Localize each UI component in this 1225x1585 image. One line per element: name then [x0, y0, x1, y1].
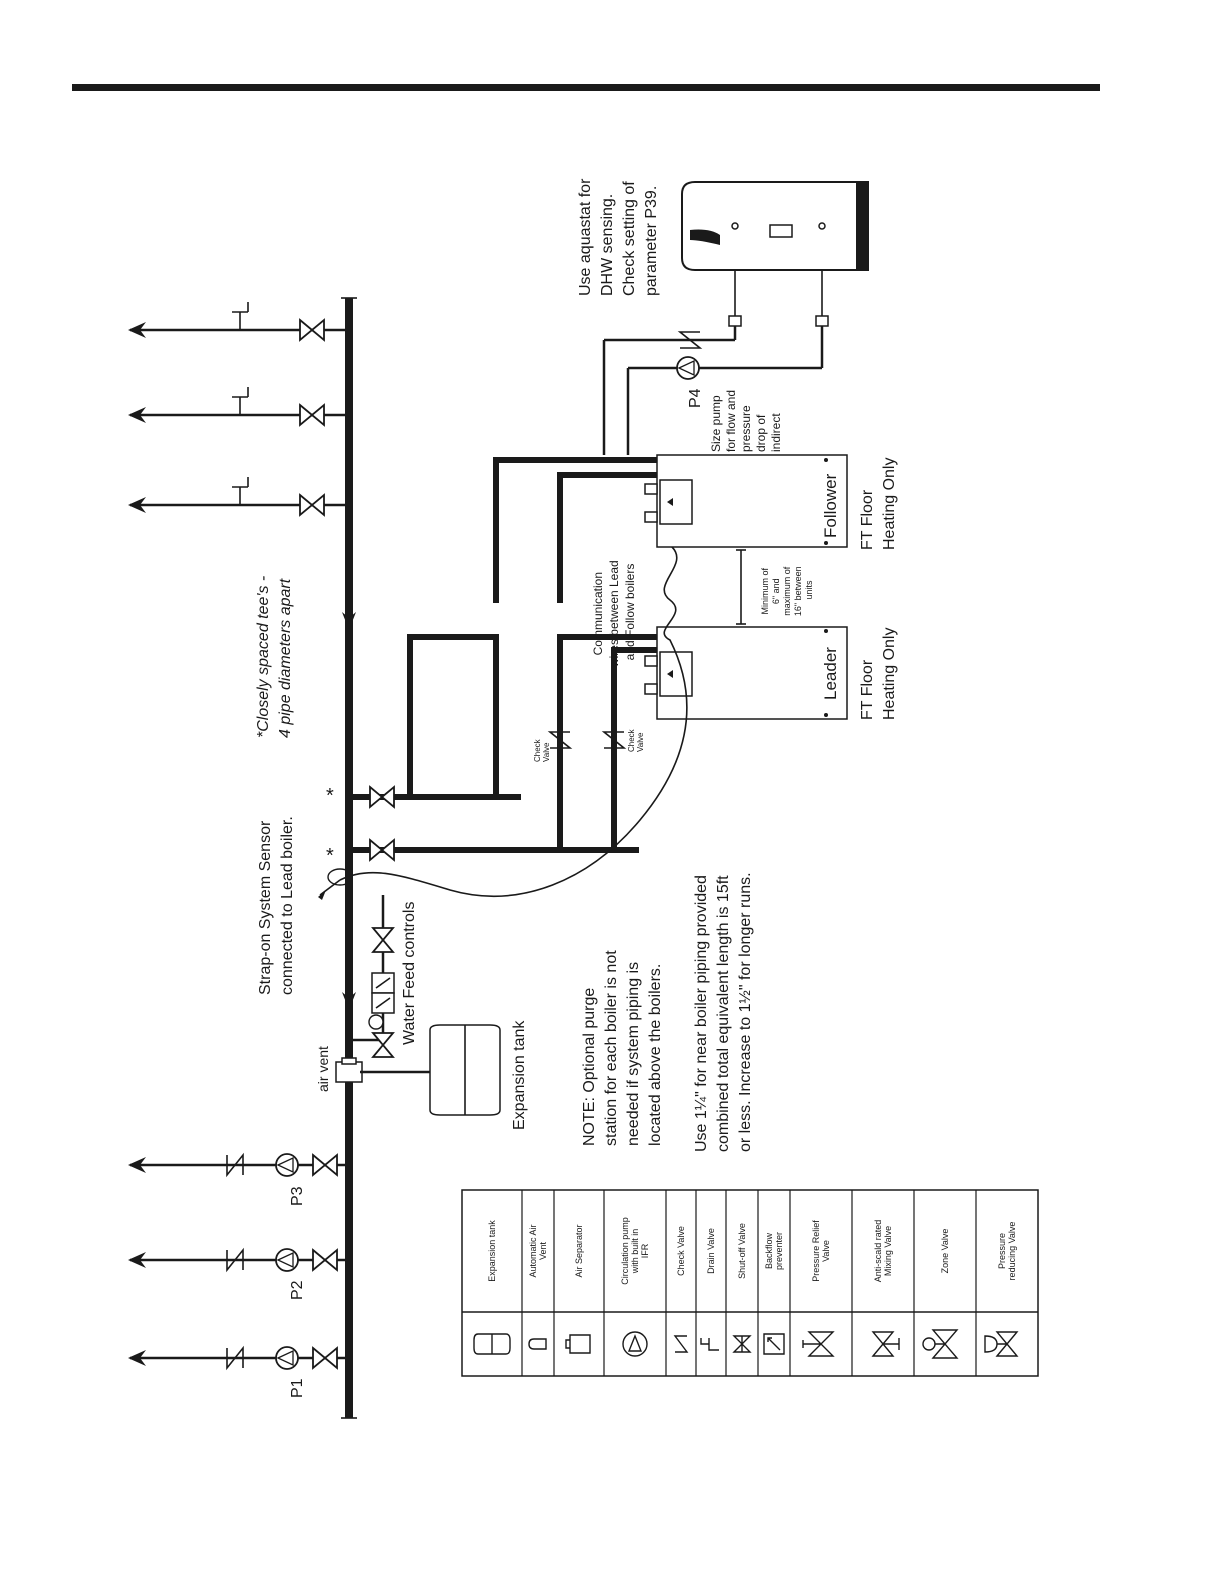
water-feed-controls	[349, 895, 395, 1058]
zone-valve-icon	[922, 1329, 959, 1359]
follower-model-label: FT Floor Heating Only	[859, 458, 898, 551]
water-feed-label: Water Feed controls	[401, 902, 418, 1045]
purge-note: NOTE: Optional purge station for each bo…	[581, 946, 664, 1146]
tee-star-2: *	[326, 845, 334, 867]
check-valve-label-2: Check Valve	[627, 727, 645, 752]
indirect-water-heater	[681, 181, 869, 271]
supply-zone-3	[128, 476, 349, 516]
drain-valve-icon	[700, 1338, 719, 1351]
pump-label-p3: P3	[289, 1186, 306, 1206]
supply-zone-1	[128, 301, 349, 341]
expansion-tank-label: Expansion tank	[511, 1020, 528, 1130]
communication-label: Communication wires between Lead and Fol…	[591, 557, 637, 668]
legend-label: Automatic AirVent	[528, 1224, 548, 1277]
size-pump-label: Size pump for flow and pressure drop of …	[709, 387, 783, 452]
leader-model-label: FT Floor Heating Only	[859, 628, 898, 721]
legend-label: Expansion tank	[487, 1220, 497, 1282]
system-main-pipe	[341, 297, 357, 1419]
legend: Expansion tank Automatic AirVent Air Separ…	[461, 1189, 1039, 1377]
pressure-reducing-valve-icon	[984, 1331, 1019, 1357]
air-separator-icon	[565, 1334, 591, 1354]
pipe-size-note: Use 1¼" for near boiler piping provided …	[693, 871, 754, 1152]
legend-label: Pressurereducing Valve	[997, 1222, 1017, 1281]
legend-label: Circulation pumpwith built inIFR	[620, 1217, 650, 1285]
flow-arrow-icon	[342, 612, 356, 630]
legend-label: Pressure ReliefValve	[811, 1220, 831, 1282]
spacing-label: Minimum of 6" and maximum of 16" between…	[760, 564, 814, 616]
pump-label-p4: P4	[687, 388, 704, 408]
air-separator	[335, 1057, 430, 1083]
legend-label: Zone Valve	[940, 1229, 950, 1274]
closely-spaced-label: *Closely spaced tee's - 4 pipe diameters…	[255, 571, 294, 738]
return-zone-p2	[128, 1248, 349, 1272]
communication-wire	[339, 546, 688, 897]
leader-boiler-piping	[549, 634, 660, 853]
legend-label: Drain Valve	[706, 1228, 716, 1274]
circulator-icon	[622, 1331, 648, 1357]
return-zone-p3	[128, 1153, 349, 1177]
flow-arrow-icon	[342, 992, 356, 1010]
primary-tee-supply	[346, 634, 521, 808]
check-valve-icon	[673, 1335, 689, 1353]
follower-label: Follower	[821, 473, 840, 538]
legend-label: Air Separator	[574, 1224, 584, 1277]
shutoff-valve-icon	[732, 1335, 752, 1353]
legend-label: Backflowpreventer	[764, 1232, 784, 1270]
follower-boiler	[644, 454, 848, 548]
pump-label-p1: P1	[289, 1378, 306, 1398]
leader-boiler	[644, 626, 848, 720]
aquastat-label: Use aquastat for DHW sensing. Check sett…	[577, 174, 660, 296]
strap-on-label: Strap-on System Sensor connected to Lead…	[257, 816, 296, 995]
air-vent-label: air vent	[315, 1046, 331, 1092]
leader-label: Leader	[821, 647, 840, 700]
pump-label-p2: P2	[289, 1280, 306, 1300]
return-zone-p1	[128, 1346, 349, 1370]
legend-label: Anti-scald ratedMixing Valve	[873, 1220, 893, 1283]
header-rule	[72, 84, 1100, 91]
primary-tee-return	[346, 839, 639, 861]
legend-label: Shut-off Valve	[737, 1223, 747, 1279]
expansion-tank-icon	[473, 1333, 511, 1355]
system-sensor	[318, 868, 353, 900]
supply-zone-2	[128, 386, 349, 426]
check-valve-label-1: Check Valve	[533, 737, 551, 762]
air-vent-icon	[528, 1338, 547, 1350]
backflow-preventer-icon	[763, 1333, 785, 1355]
relief-valve-icon	[802, 1331, 835, 1357]
expansion-tank	[429, 1024, 501, 1116]
tee-star-1: *	[326, 785, 334, 807]
mixing-valve-icon	[871, 1331, 900, 1357]
legend-label: Check Valve	[676, 1226, 686, 1276]
follower-boiler-piping	[493, 457, 660, 603]
